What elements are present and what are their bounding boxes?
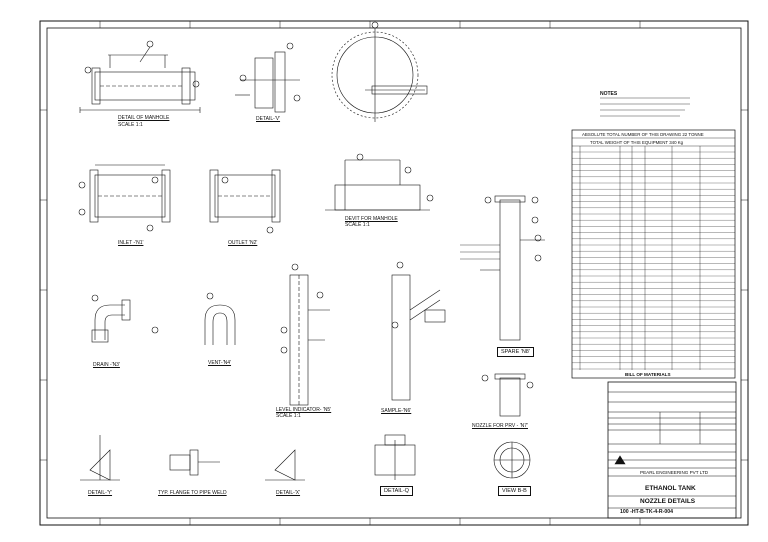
bom-table	[571, 129, 736, 379]
label-flange-weld: TYP. FLANGE TO PIPE WELD	[158, 490, 227, 496]
spare-n8-view	[480, 195, 545, 341]
label-detail-y: DETAIL-'Y'	[88, 490, 113, 496]
sample-n6-view	[391, 261, 446, 401]
detail-y-view	[80, 435, 120, 481]
scale-text: SCALE 1:1	[276, 413, 301, 419]
manhole-detail	[79, 40, 201, 113]
davit-view	[325, 153, 434, 211]
prv-n7-view	[481, 373, 534, 417]
flange-weld-view	[169, 449, 220, 476]
company-name: PEARL ENGINEERING PVT LTD	[640, 470, 709, 475]
label-prv: NOZZLE FOR PRV - 'N7'	[472, 423, 528, 429]
scale-text: SCALE 1:1	[118, 122, 143, 128]
label-detail-v: DETAIL-'V'	[256, 116, 281, 122]
label-spare: SPARE 'N8'	[497, 347, 534, 357]
detail-q-view	[374, 434, 416, 480]
level-indicator-n5-view	[280, 263, 330, 406]
view-bb-graphic	[493, 441, 531, 479]
scale-text: SCALE 1:1	[345, 222, 370, 228]
inlet-n1-view	[78, 164, 171, 232]
label-view-bb: VIEW B-B	[498, 486, 531, 496]
drawing-number: 100 -HT-B-TK-4-R-004	[620, 509, 674, 515]
dish-plan-view	[331, 21, 428, 122]
drain-n3-view	[91, 294, 159, 343]
label-manhole: DETAIL OF MANHOLE	[118, 115, 170, 121]
label-sample: SAMPLE-'N6'	[381, 408, 412, 414]
outlet-n2-view	[209, 169, 281, 234]
company-logo	[614, 455, 626, 465]
label-outlet: OUTLET 'N2'	[228, 240, 258, 246]
label-vent: VENT-'N4'	[208, 360, 232, 366]
label-drain: DRAIN -'N3'	[93, 362, 120, 368]
label-davit: DEVIT FOR MANHOLE	[345, 216, 398, 222]
title-block	[607, 381, 737, 519]
detail-v	[235, 42, 301, 113]
label-detail-q: DETAIL-Q	[380, 486, 413, 496]
vent-n4-view	[204, 292, 236, 345]
label-level: LEVEL INDICATOR- 'N5'	[276, 407, 332, 413]
materials-header: BILL OF MATERIALS	[625, 372, 671, 377]
title-line-1: ETHANOL TANK	[645, 485, 696, 492]
label-detail-x: DETAIL-'X'	[276, 490, 301, 496]
bom-subheader: TOTAL WEIGHT OF THIS EQUIPMENT 340 Kg	[590, 140, 684, 145]
detail-x-view	[265, 449, 305, 481]
label-inlet: INLET -'N1'	[118, 240, 144, 246]
notes-title: NOTES	[600, 91, 618, 97]
bom-header: ABSOLUTE TOTAL NUMBER OF THIS DRAWING 22…	[582, 132, 704, 137]
title-line-2: NOZZLE DETAILS	[640, 498, 696, 505]
